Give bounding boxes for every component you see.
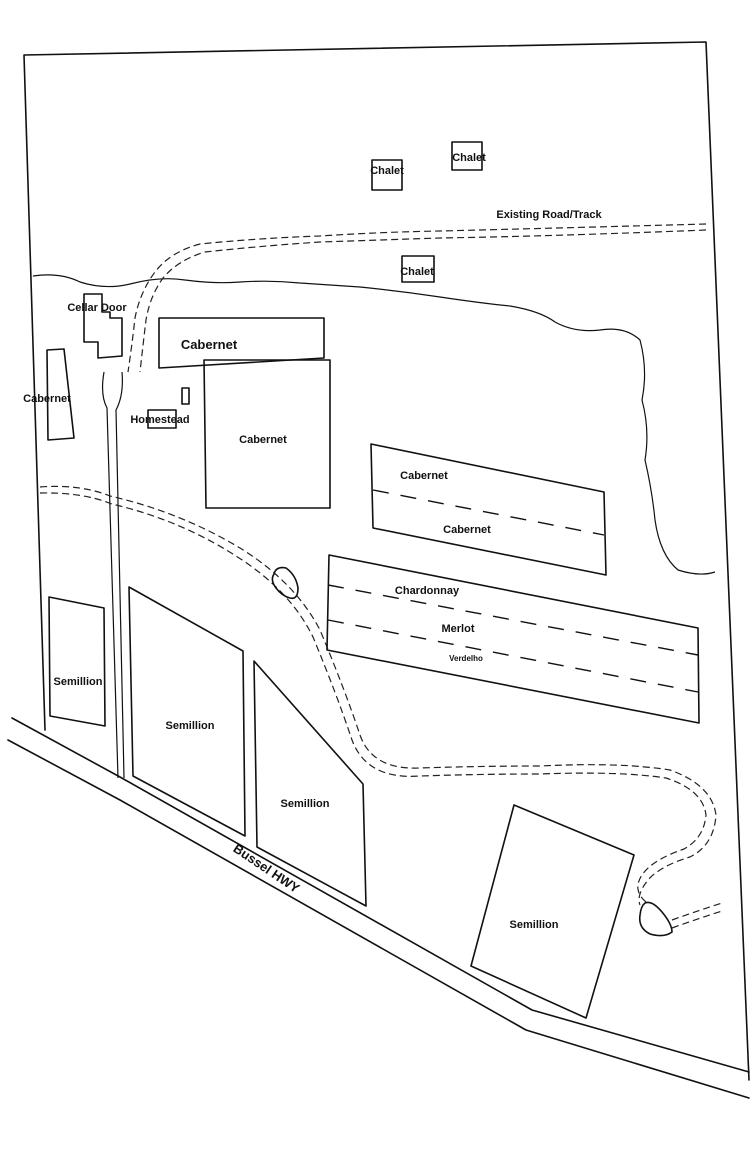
block-cabernet-central [203, 359, 331, 509]
verdelho-label: Verdelho [449, 654, 483, 663]
chalet-label-3: Chalet [400, 266, 434, 278]
cellar-door-label: Cellar Door [67, 302, 127, 314]
chalet-label-1: Chalet [370, 165, 404, 177]
block-semillion-triangle [253, 660, 367, 907]
driveway-east [115, 371, 125, 779]
block-chardonnay-merlot-verdelho [326, 554, 700, 724]
semillion-label-west: Semillion [54, 676, 103, 688]
block-semillion-south [128, 586, 246, 837]
bush-line [32, 274, 716, 575]
cabernet-label-east-2: Cabernet [443, 524, 491, 536]
existing-track-middle-b [39, 492, 707, 903]
cabernet-label-west: Cabernet [23, 393, 71, 405]
homestead-label: Homestead [130, 414, 189, 426]
property-boundary [23, 41, 750, 1081]
block-cabernet-north [158, 317, 325, 369]
highway-edge-north [11, 717, 750, 1073]
road-track-label: Existing Road/Track [496, 209, 602, 221]
chardonnay-label: Chardonnay [395, 585, 460, 597]
chalet-label-2: Chalet [452, 152, 486, 164]
chalet-building-3 [401, 255, 435, 283]
block-semillion-west [48, 596, 106, 727]
existing-track-north-a [127, 223, 707, 373]
dam-east [638, 901, 673, 937]
chardonnay-merlot-divider [327, 584, 699, 656]
highway-edge-south [7, 739, 750, 1099]
cabernet-label-north: Cabernet [181, 337, 238, 352]
chalet-building-1 [371, 159, 403, 191]
homestead-shed [181, 387, 190, 405]
existing-track-east-spur [671, 902, 723, 929]
merlot-verdelho-divider [327, 619, 699, 693]
cabernet-label-central: Cabernet [239, 434, 287, 446]
semillion-label-triangle: Semillion [281, 798, 330, 810]
dam-pond [271, 566, 299, 600]
existing-track-middle-a [39, 485, 717, 906]
homestead-building [147, 409, 177, 429]
semillion-label-south: Semillion [166, 720, 215, 732]
cellar-door-building [83, 293, 123, 359]
driveway-west [101, 371, 119, 779]
chalet-building-2 [451, 141, 483, 171]
cabernet-east-row-divider [372, 489, 605, 536]
cabernet-label-east-1: Cabernet [400, 470, 448, 482]
semillion-label-southeast: Semillion [510, 919, 559, 931]
block-cabernet-east [370, 443, 607, 576]
merlot-label: Merlot [442, 623, 475, 635]
existing-track-north-b [139, 229, 707, 373]
block-semillion-southeast [470, 804, 635, 1019]
block-cabernet-west [46, 348, 75, 441]
